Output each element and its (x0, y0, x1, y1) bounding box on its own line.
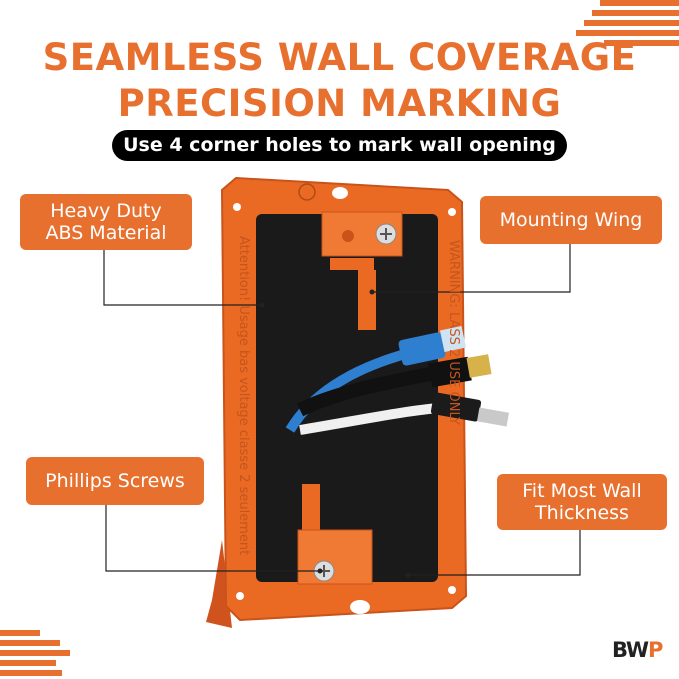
callout-phillips-screws: Phillips Screws (26, 457, 204, 505)
corner-hole-icon (448, 586, 456, 594)
callout-heavy-duty-line1: Heavy Duty (50, 200, 162, 222)
top-slot-icon (332, 187, 348, 199)
leader-lines (103, 244, 581, 576)
brand-logo: BWP (612, 638, 663, 662)
callout-mounting-wing: Mounting Wing (480, 196, 662, 244)
top-mounting-wing (321, 211, 403, 330)
bottom-mounting-wing (297, 484, 373, 614)
subheadline-pill: Use 4 corner holes to mark wall opening (112, 130, 567, 161)
ul-emblem-icon (298, 183, 316, 201)
corner-hole-icon (448, 208, 456, 216)
headline-line2: PRECISION MARKING (117, 82, 562, 125)
logo-main: BW (612, 638, 649, 662)
callout-fit-wall-line1: Fit Most Wall (522, 480, 642, 502)
callout-fit-wall-line2: Thickness (535, 502, 629, 524)
cables (285, 325, 509, 435)
bracket-left-text: Attention! Usage bas voltage classe 2 se… (236, 236, 251, 555)
callout-heavy-duty-line2: ABS Material (45, 222, 167, 244)
corner-hole-icon (236, 592, 244, 600)
corner-hole-icon (233, 203, 241, 211)
top-right-stripes (576, 0, 679, 46)
bracket-right-text: WARNING: LASS 2 USE ONLY (446, 240, 461, 425)
headline-line1: SEAMLESS WALL COVERAGE (42, 36, 637, 79)
callout-fit-wall: Fit Most Wall Thickness (497, 474, 667, 530)
callout-heavy-duty: Heavy Duty ABS Material (20, 194, 192, 250)
logo-accent: P (648, 638, 663, 662)
bottom-left-stripes (0, 630, 70, 676)
